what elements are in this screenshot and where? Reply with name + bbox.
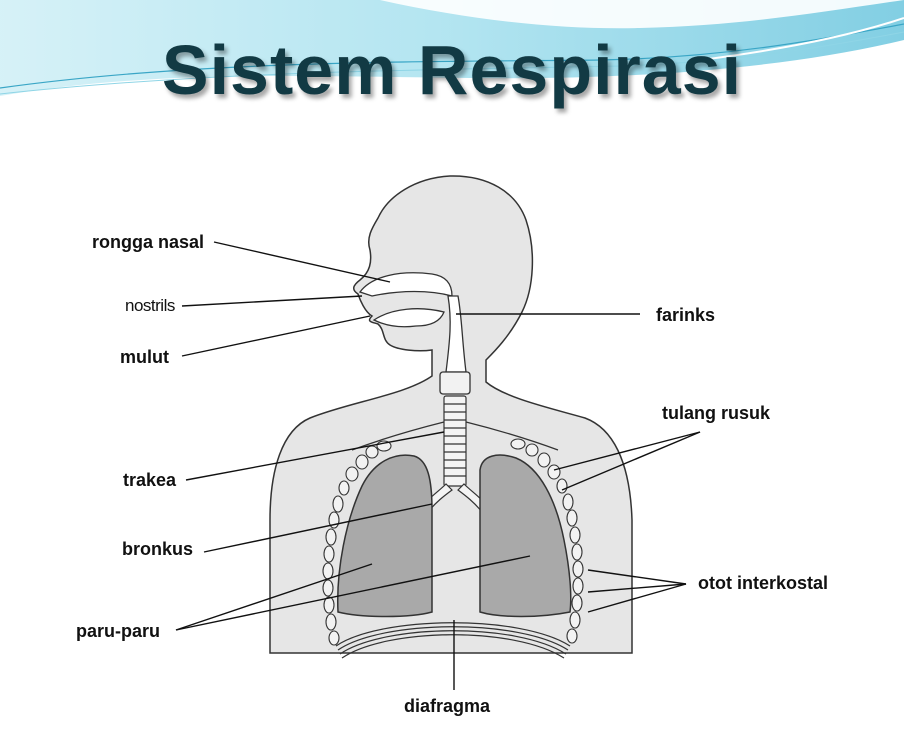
header-wave-line-2 bbox=[0, 31, 904, 95]
leader-otot-interkostal-c bbox=[587, 583, 687, 613]
clavicle-left bbox=[351, 421, 445, 451]
lung-right bbox=[479, 454, 572, 618]
label-mulut: mulut bbox=[120, 347, 169, 367]
lung-left bbox=[336, 454, 433, 618]
leader-tulang-rusuk-b bbox=[561, 431, 701, 491]
larynx bbox=[439, 371, 471, 395]
leader-tulang-rusuk-a bbox=[553, 431, 701, 471]
label-paru-paru: paru-paru bbox=[76, 621, 161, 641]
leader-bronkus bbox=[203, 503, 433, 553]
rib-cage-right bbox=[510, 438, 584, 644]
nasal-cavity bbox=[358, 272, 453, 297]
header-wave-white bbox=[380, 0, 904, 29]
label-trakea: trakea bbox=[123, 470, 177, 490]
label-diafragma: diafragma bbox=[404, 696, 491, 716]
label-nostrils: nostrils bbox=[125, 296, 175, 315]
trachea bbox=[443, 395, 467, 487]
leader-paru-paru-b bbox=[175, 555, 531, 631]
leader-mulut bbox=[181, 315, 371, 357]
leader-nostrils bbox=[181, 295, 363, 307]
leader-trakea bbox=[185, 431, 445, 481]
label-bronkus: bronkus bbox=[122, 539, 194, 559]
diaphragm bbox=[335, 622, 571, 659]
leader-rongga-nasal bbox=[213, 241, 391, 283]
label-rongga-nasal: rongga nasal bbox=[92, 232, 205, 252]
label-tulang-rusuk: tulang rusuk bbox=[662, 403, 771, 423]
leader-otot-interkostal-a bbox=[587, 569, 687, 585]
leader-paru-paru-a bbox=[175, 563, 373, 631]
header-wave-line-1 bbox=[0, 23, 904, 89]
leader-lines bbox=[175, 241, 701, 690]
clavicle-right bbox=[465, 421, 559, 451]
label-otot-interkostal: otot interkostal bbox=[698, 573, 829, 593]
label-farinks: farinks bbox=[656, 305, 716, 325]
leader-otot-interkostal-b bbox=[587, 583, 687, 593]
rib-cage-left bbox=[322, 440, 392, 646]
header-wave-line-3 bbox=[699, 17, 904, 61]
oral-cavity bbox=[372, 308, 445, 328]
page-title: Sistem Respirasi bbox=[161, 31, 743, 109]
